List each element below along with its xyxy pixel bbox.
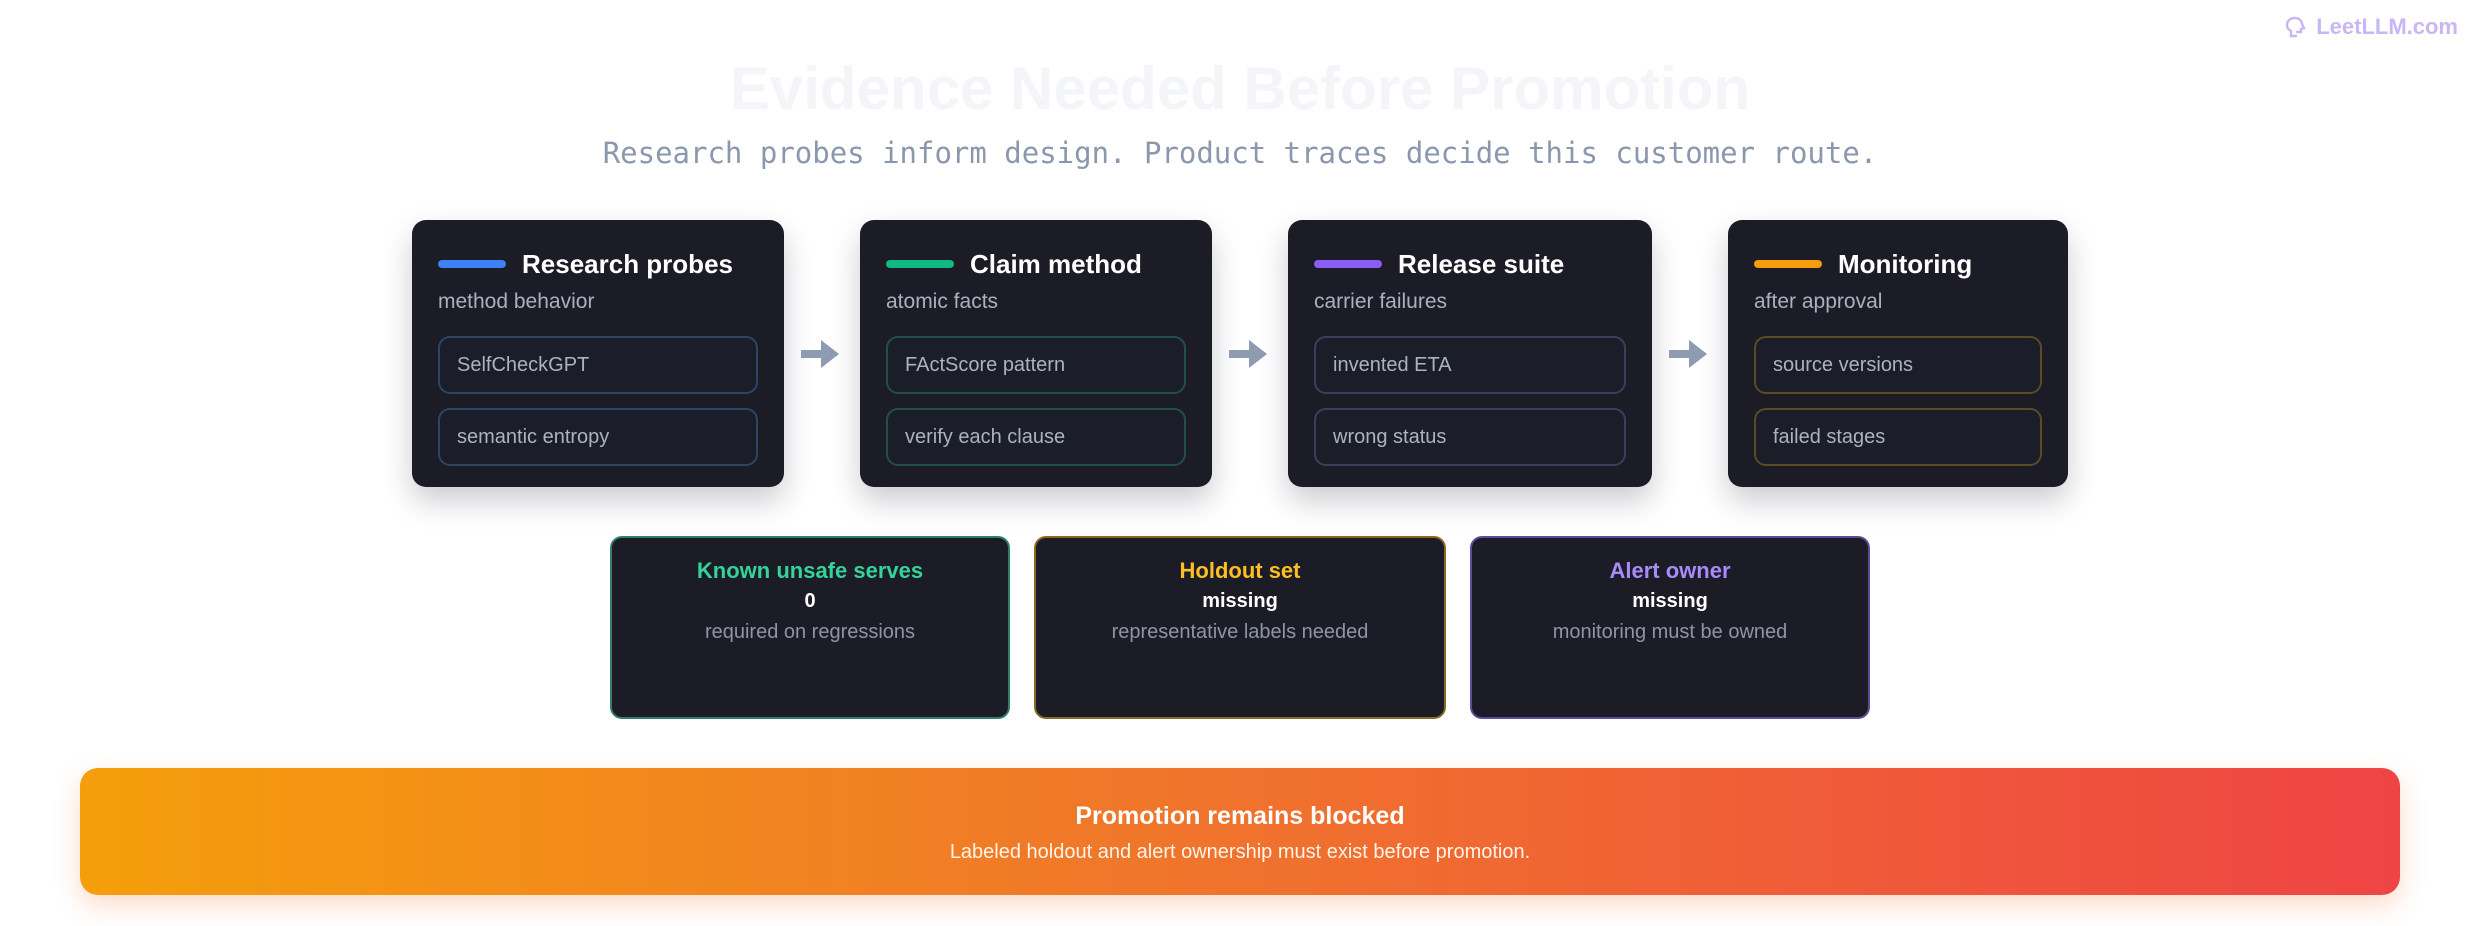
page-subtitle: Research probes inform design. Product t… bbox=[602, 136, 1878, 170]
stage-chip: source versions bbox=[1754, 336, 2042, 394]
stage-chip: wrong status bbox=[1314, 408, 1626, 466]
metric-note: monitoring must be owned bbox=[1552, 621, 1788, 643]
stage-title: Claim method bbox=[970, 248, 1142, 279]
stage-card-monitoring: Monitoring after approval source version… bbox=[1728, 220, 2068, 487]
stage-subtitle: after approval bbox=[1754, 290, 1883, 313]
stage-subtitle: atomic facts bbox=[886, 290, 999, 313]
metric-label: Alert owner bbox=[1609, 558, 1731, 583]
metric-value: missing bbox=[1202, 590, 1278, 612]
arrow-right-icon bbox=[1669, 340, 1707, 368]
banner-title: Promotion remains blocked bbox=[1075, 802, 1405, 830]
stage-accent-bar bbox=[438, 260, 506, 268]
banner-subtitle: Labeled holdout and alert ownership must… bbox=[949, 841, 1531, 863]
stage-chip: failed stages bbox=[1754, 408, 2042, 466]
brand-logo: LeetLLM.com bbox=[2282, 14, 2458, 40]
metric-value: 0 bbox=[804, 590, 816, 612]
stage-chip: invented ETA bbox=[1314, 336, 1626, 394]
stage-title: Release suite bbox=[1398, 248, 1565, 279]
metric-card-known-unsafe-serves: Known unsafe serves 0 required on regres… bbox=[610, 536, 1010, 719]
metric-card-alert-owner: Alert owner missing monitoring must be o… bbox=[1470, 536, 1870, 719]
metric-value: missing bbox=[1632, 590, 1708, 612]
metric-label: Known unsafe serves bbox=[696, 558, 924, 583]
metric-card-holdout-set: Holdout set missing representative label… bbox=[1034, 536, 1446, 719]
metric-label: Holdout set bbox=[1179, 558, 1301, 583]
stage-subtitle: method behavior bbox=[438, 290, 595, 313]
stage-subtitle: carrier failures bbox=[1314, 290, 1448, 313]
brain-icon bbox=[2286, 16, 2306, 38]
page-title: Evidence Needed Before Promotion bbox=[729, 55, 1751, 122]
stage-title: Research probes bbox=[522, 248, 733, 279]
stage-chip: FActScore pattern bbox=[886, 336, 1186, 394]
stage-card-claim-method: Claim method atomic facts FActScore patt… bbox=[860, 220, 1212, 487]
stage-chip: verify each clause bbox=[886, 408, 1186, 466]
stage-accent-bar bbox=[1314, 260, 1382, 268]
metric-note: representative labels needed bbox=[1111, 621, 1369, 643]
brand-name: LeetLLM.com bbox=[2316, 14, 2458, 39]
stage-card-release-suite: Release suite carrier failures invented … bbox=[1288, 220, 1652, 487]
stage-chip: semantic entropy bbox=[438, 408, 758, 466]
stage-accent-bar bbox=[1754, 260, 1822, 268]
arrow-right-icon bbox=[801, 340, 839, 368]
status-banner: Promotion remains blocked Labeled holdou… bbox=[80, 768, 2400, 895]
metric-note: required on regressions bbox=[704, 621, 916, 643]
arrow-right-icon bbox=[1229, 340, 1267, 368]
stage-accent-bar bbox=[886, 260, 954, 268]
stage-chip: SelfCheckGPT bbox=[438, 336, 758, 394]
stage-title: Monitoring bbox=[1838, 248, 1973, 279]
stage-card-research-probes: Research probes method behavior SelfChec… bbox=[412, 220, 784, 487]
